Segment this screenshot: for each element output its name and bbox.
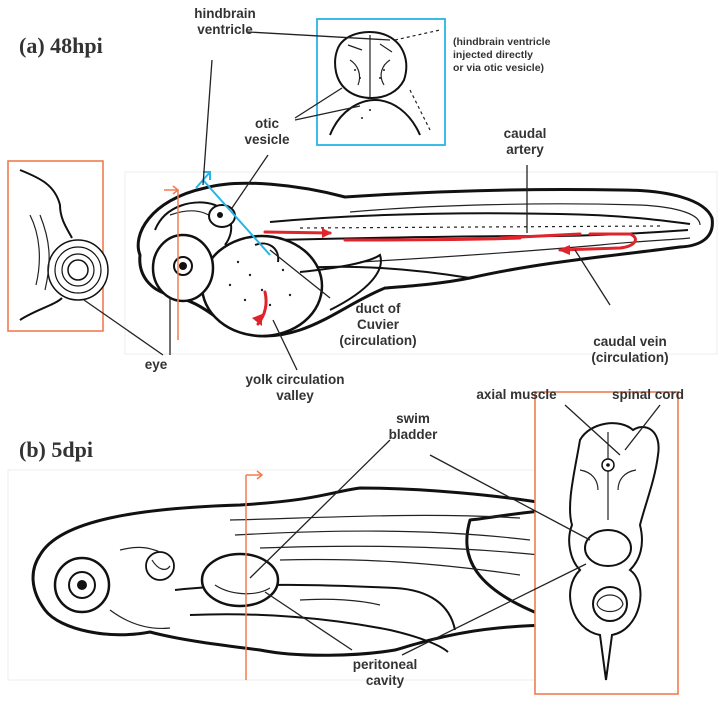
- panel-a-title: (a) 48hpi: [19, 33, 103, 59]
- label-spinal-cord: spinal cord: [603, 387, 693, 403]
- label-hindbrain-note: (hindbrain ventricle injected directly o…: [453, 36, 550, 75]
- label-caudal-artery: caudal artery: [490, 126, 560, 158]
- label-hindbrain-ventricle: hindbrain ventricle: [180, 6, 270, 38]
- label-swim-bladder: swim bladder: [378, 411, 448, 443]
- panel-b-title: (b) 5dpi: [19, 437, 93, 463]
- label-duct-of-cuvier: duct of Cuvier (circulation): [328, 301, 428, 349]
- larva-5dpi: [33, 471, 555, 680]
- label-eye: eye: [136, 357, 176, 373]
- label-axial-muscle: axial muscle: [464, 387, 569, 403]
- label-peritoneal-cavity: peritoneal cavity: [340, 657, 430, 689]
- hindbrain-inset-box: [317, 19, 445, 145]
- label-yolk-circulation-valley: yolk circulation valley: [230, 372, 360, 404]
- label-otic-vesicle: otic vesicle: [237, 116, 297, 148]
- label-caudal-vein: caudal vein (circulation): [575, 334, 685, 366]
